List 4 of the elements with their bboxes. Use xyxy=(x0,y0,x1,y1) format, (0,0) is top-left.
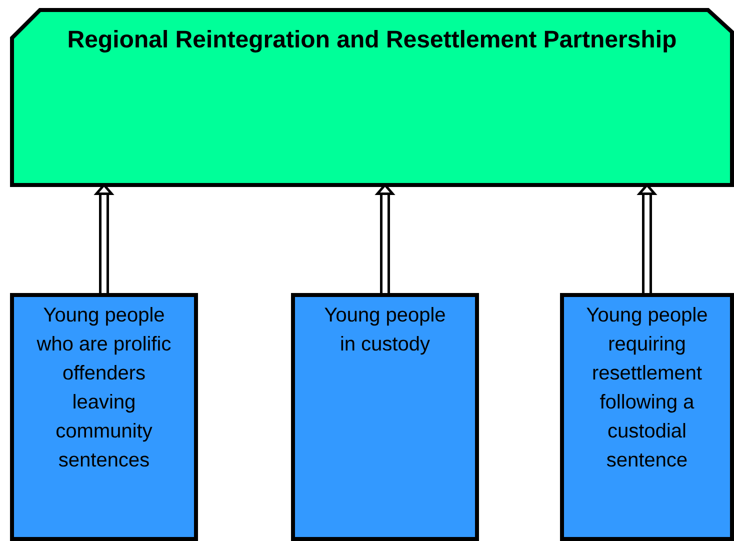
group-box: Young people requiring resettlement following a custodial sentence xyxy=(560,293,734,541)
group-box: Young people in custody xyxy=(291,293,479,541)
group-box: Young people who are prolific offenders leaving community sentences xyxy=(10,293,198,541)
heading-box: Regional Reintegration and Resettlement Partnership xyxy=(10,8,734,187)
